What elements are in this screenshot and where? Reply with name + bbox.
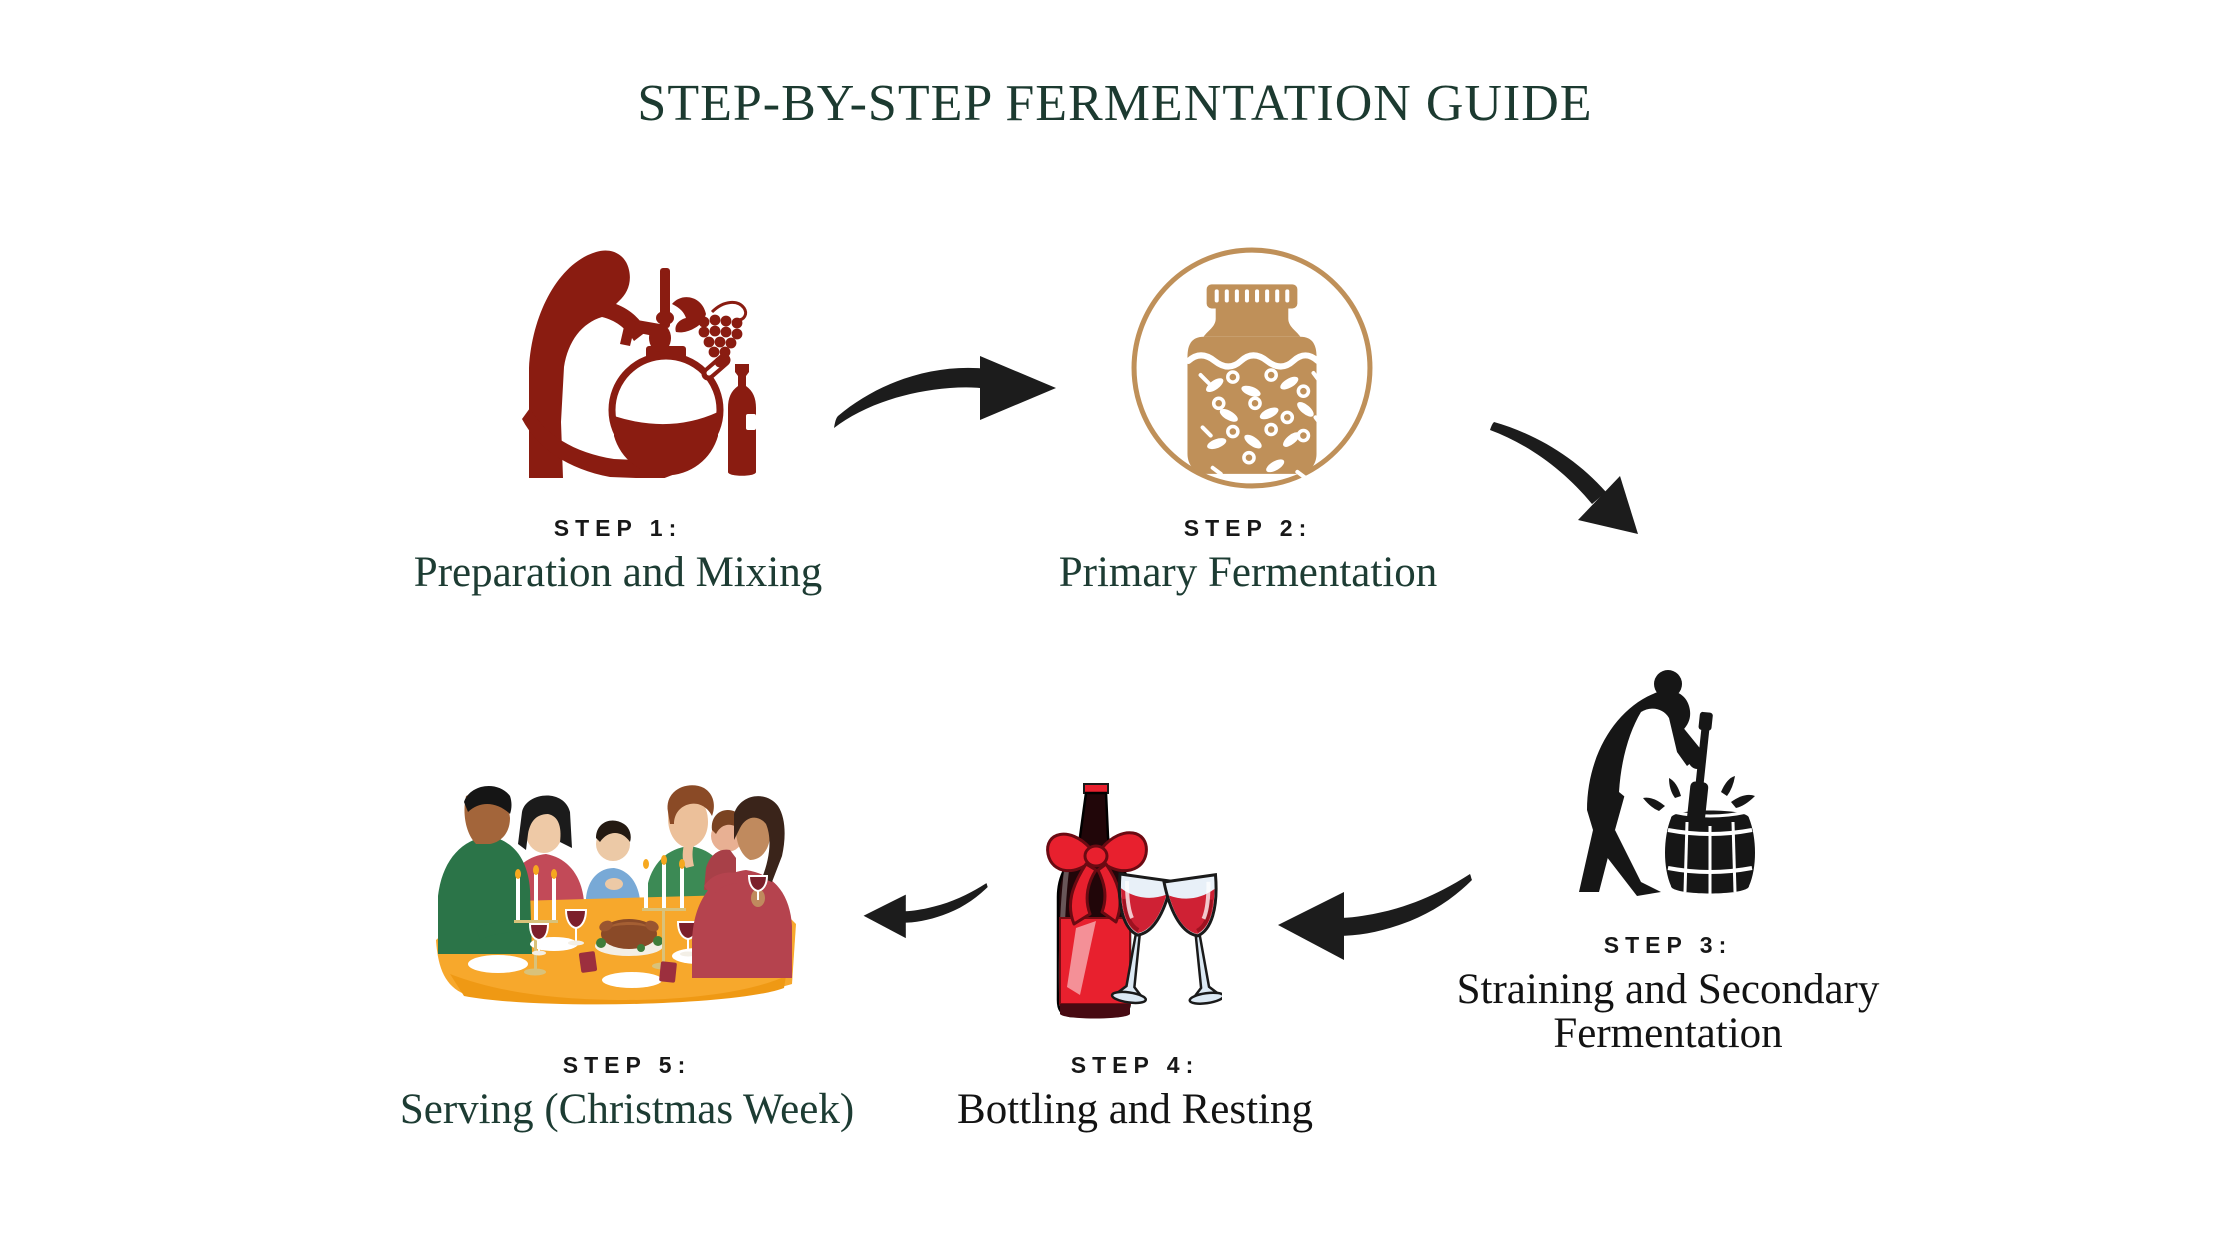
step-4-label: STEP 4: bbox=[1070, 1052, 1200, 1078]
page-title: STEP-BY-STEP FERMENTATION GUIDE bbox=[637, 75, 1593, 132]
step-2-label: STEP 2: bbox=[1183, 515, 1313, 541]
arrow-step3-to-step4-icon bbox=[1274, 866, 1474, 966]
step-3-name: Straining and Secondary Fermentation bbox=[1456, 966, 1880, 1058]
wine-bottle-and-glasses-icon bbox=[1032, 778, 1222, 1030]
winemaker-mixing-icon bbox=[508, 238, 758, 478]
step-1-name: Preparation and Mixing bbox=[413, 549, 823, 596]
fermentation-jar-icon bbox=[1128, 244, 1376, 492]
step-5-text: STEP 5: Serving (Christmas Week) bbox=[377, 1052, 877, 1132]
step-1-text: STEP 1: Preparation and Mixing bbox=[368, 515, 868, 595]
step-4-name: Bottling and Resting bbox=[957, 1086, 1313, 1133]
step-5-name: Serving (Christmas Week) bbox=[399, 1086, 855, 1133]
step-1-label: STEP 1: bbox=[553, 515, 683, 541]
step-4-text: STEP 4: Bottling and Resting bbox=[885, 1052, 1385, 1132]
step-3-label: STEP 3: bbox=[1603, 932, 1733, 958]
arrow-step4-to-step5-icon bbox=[852, 878, 998, 942]
arrow-step1-to-step2-icon bbox=[830, 356, 1058, 446]
step-2-name: Primary Fermentation bbox=[1058, 549, 1438, 596]
step-5-label: STEP 5: bbox=[562, 1052, 692, 1078]
step-2-text: STEP 2: Primary Fermentation bbox=[998, 515, 1498, 595]
family-dinner-icon bbox=[436, 778, 796, 1008]
step-3-text: STEP 3: Straining and Secondary Fermenta… bbox=[1433, 932, 1903, 1057]
barrel-stirring-icon bbox=[1545, 660, 1760, 900]
arrow-step2-to-step3-icon bbox=[1488, 418, 1673, 556]
